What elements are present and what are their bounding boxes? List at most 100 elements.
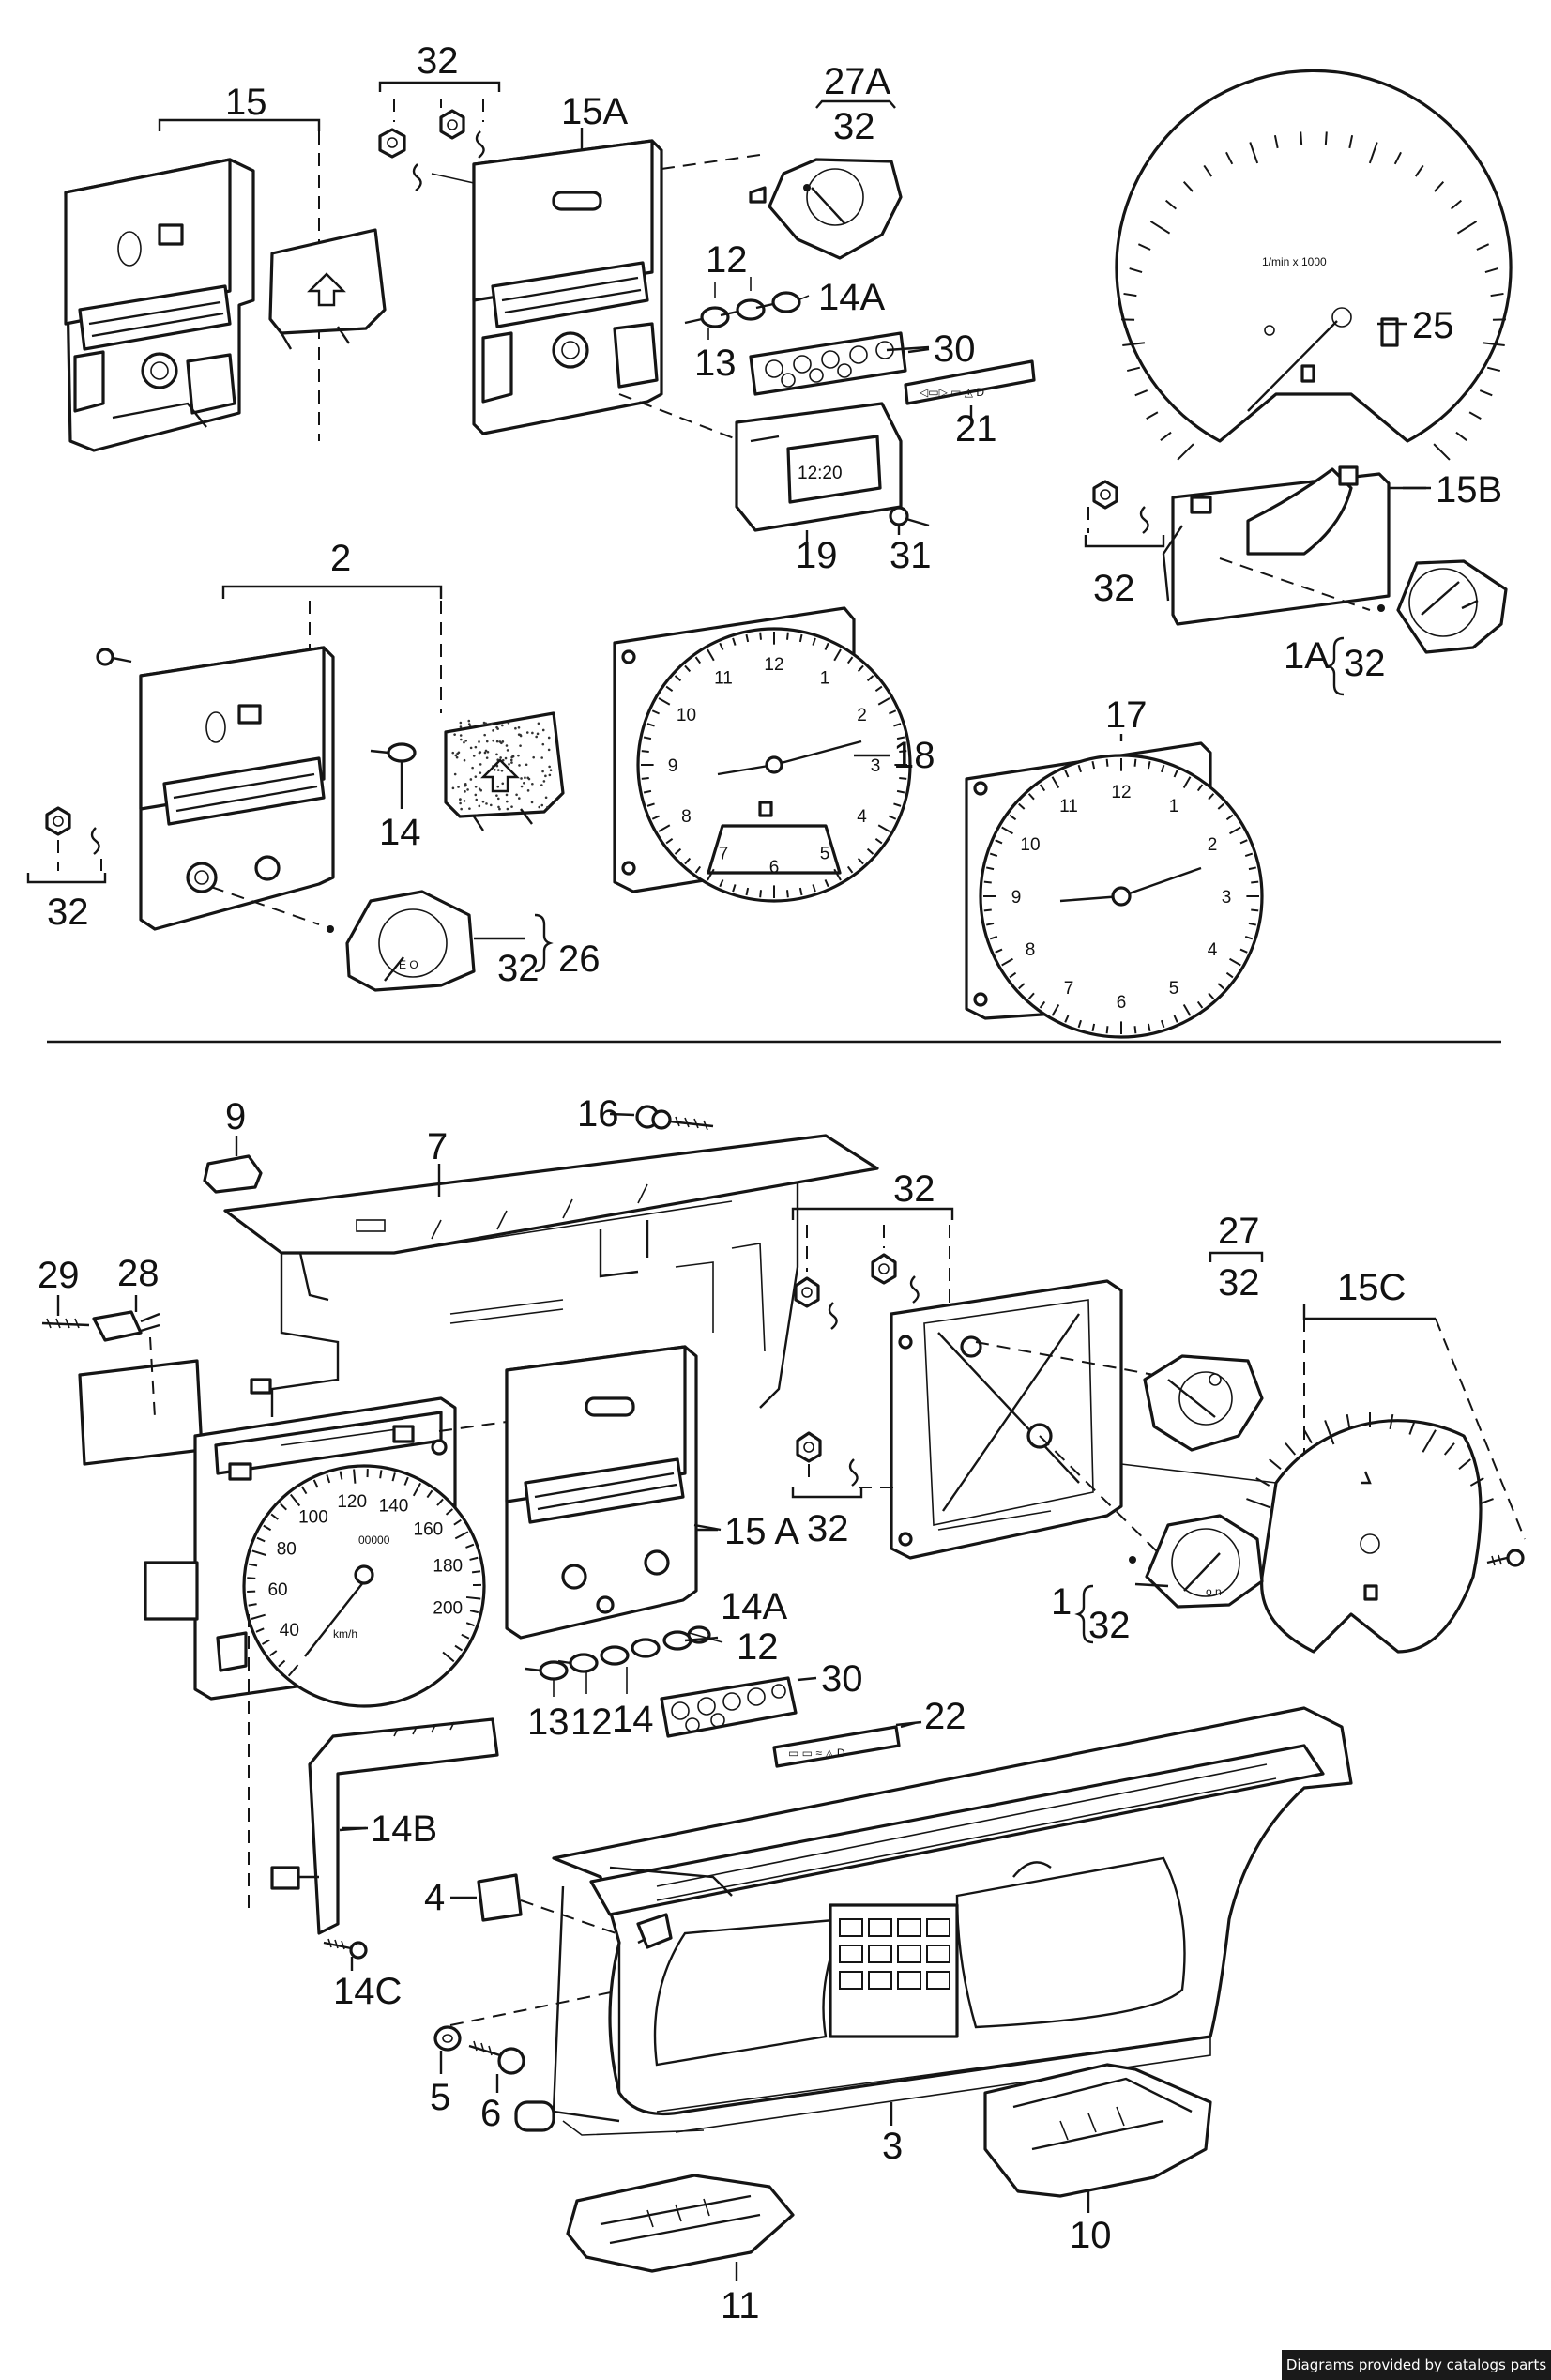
texture-dot [526,789,530,792]
dial-tick [1149,221,1171,235]
dial-tick [1134,389,1148,397]
label-29: 29 [38,1255,80,1296]
dial-tick [786,632,789,640]
dial-tick [1479,1498,1494,1505]
clock-number: 4 [857,807,867,827]
dial-tick [300,1486,308,1495]
texture-dot [474,793,478,797]
label-15a-lower: 15 A [724,1511,799,1552]
dial-tick [251,1613,266,1620]
texture-dot [509,758,513,762]
texture-dot [485,740,489,743]
label-3: 3 [882,2126,903,2167]
texture-dot [547,748,551,752]
dial-tick [1129,267,1143,274]
dial-tick [824,642,829,650]
dial-tick [1161,764,1165,773]
svg-text:◁▭▷ ▭ ◬ D: ◁▭▷ ▭ ◬ D [920,386,984,399]
dial-tick [426,1489,433,1499]
texture-dot [455,755,459,759]
texture-dot [531,731,534,735]
dial-tick [1039,784,1046,792]
dial-tick [403,1476,409,1486]
clock-number: 7 [719,845,729,864]
texture-dot [540,803,544,807]
part-6-screw [468,2040,525,2093]
bulbs-upper [684,277,810,340]
dial-tick [1182,181,1194,192]
texture-dot [500,741,503,745]
dial-tick [1248,866,1256,871]
dial-tick [465,1622,475,1627]
clock-number: 2 [1208,835,1218,855]
dial-tick [1091,1023,1096,1031]
dial-tick [1269,1458,1282,1471]
texture-dot [501,758,505,762]
speedo-number: 60 [267,1580,287,1600]
dial-tick [1001,826,1013,835]
texture-dot [505,744,509,747]
switch-cell [868,1918,892,1937]
label-32-a: 32 [417,40,459,82]
dial-tick [1091,761,1096,770]
dial-tick [1468,411,1482,420]
texture-dot [481,800,485,803]
label-26: 26 [558,938,601,980]
speedo-number: 140 [379,1497,409,1517]
label-25: 25 [1412,305,1454,346]
dial-tick [1244,936,1254,940]
dial-tick [1196,784,1204,792]
texture-dot [485,802,488,805]
dial-tick [280,1503,287,1511]
dial-tick [1249,142,1259,164]
dial-tick [857,664,864,673]
part-29-screw [41,1295,90,1329]
texture-dot [479,771,482,774]
texture-dot [544,774,547,778]
texture-dot [495,794,498,797]
part-22-symbol-strip: ▭ ▭ ≈ ◬ D [772,1721,916,1768]
label-15b: 15B [1436,469,1502,511]
texture-dot [475,798,479,801]
part-19-digital-clock: 12:20 [735,402,903,542]
texture-dot [492,729,494,732]
dial-tick [1479,389,1493,397]
dial-tick [1303,1429,1313,1444]
dial-tick [1133,758,1137,767]
label-31: 31 [890,535,932,576]
texture-dot [479,763,482,766]
dial-tick [1456,221,1478,235]
dial-tick [1229,957,1241,967]
part-26-gauge: E O [327,890,554,992]
label-7: 7 [427,1126,448,1167]
texture-dot [518,764,521,767]
dial-tick [353,1469,357,1484]
part-21-symbol-strip: ◁▭▷ ▭ ◬ D [904,359,1036,418]
dial-tick [983,908,992,912]
texture-dot [506,749,509,752]
texture-dot [478,787,481,791]
dial-tick [745,887,750,896]
dial-tick [641,750,649,753]
dial-tick [391,1472,396,1482]
dial-tick [674,847,682,855]
clock-number: 11 [1059,797,1078,816]
dial-tick [1324,1420,1335,1445]
label-13-a: 13 [694,343,737,384]
dial-tick [1251,908,1259,912]
dial-tick [270,1513,279,1520]
label-14-lower: 14 [612,1699,654,1740]
dial-tick [1126,366,1141,373]
label-14a-upper: 14A [818,277,885,318]
dial-tick [471,1570,481,1574]
texture-dot [518,797,521,800]
clock-number: 3 [871,756,881,776]
texture-dot [493,768,496,771]
part-4-clip [450,1873,658,1948]
dial-tick [759,890,762,898]
tach-caption: 1/min x 1000 [1262,255,1327,268]
texture-dot [547,736,551,740]
dial-tick [255,1627,265,1633]
clock-number: 12 [764,655,783,675]
texture-dot [517,733,521,736]
